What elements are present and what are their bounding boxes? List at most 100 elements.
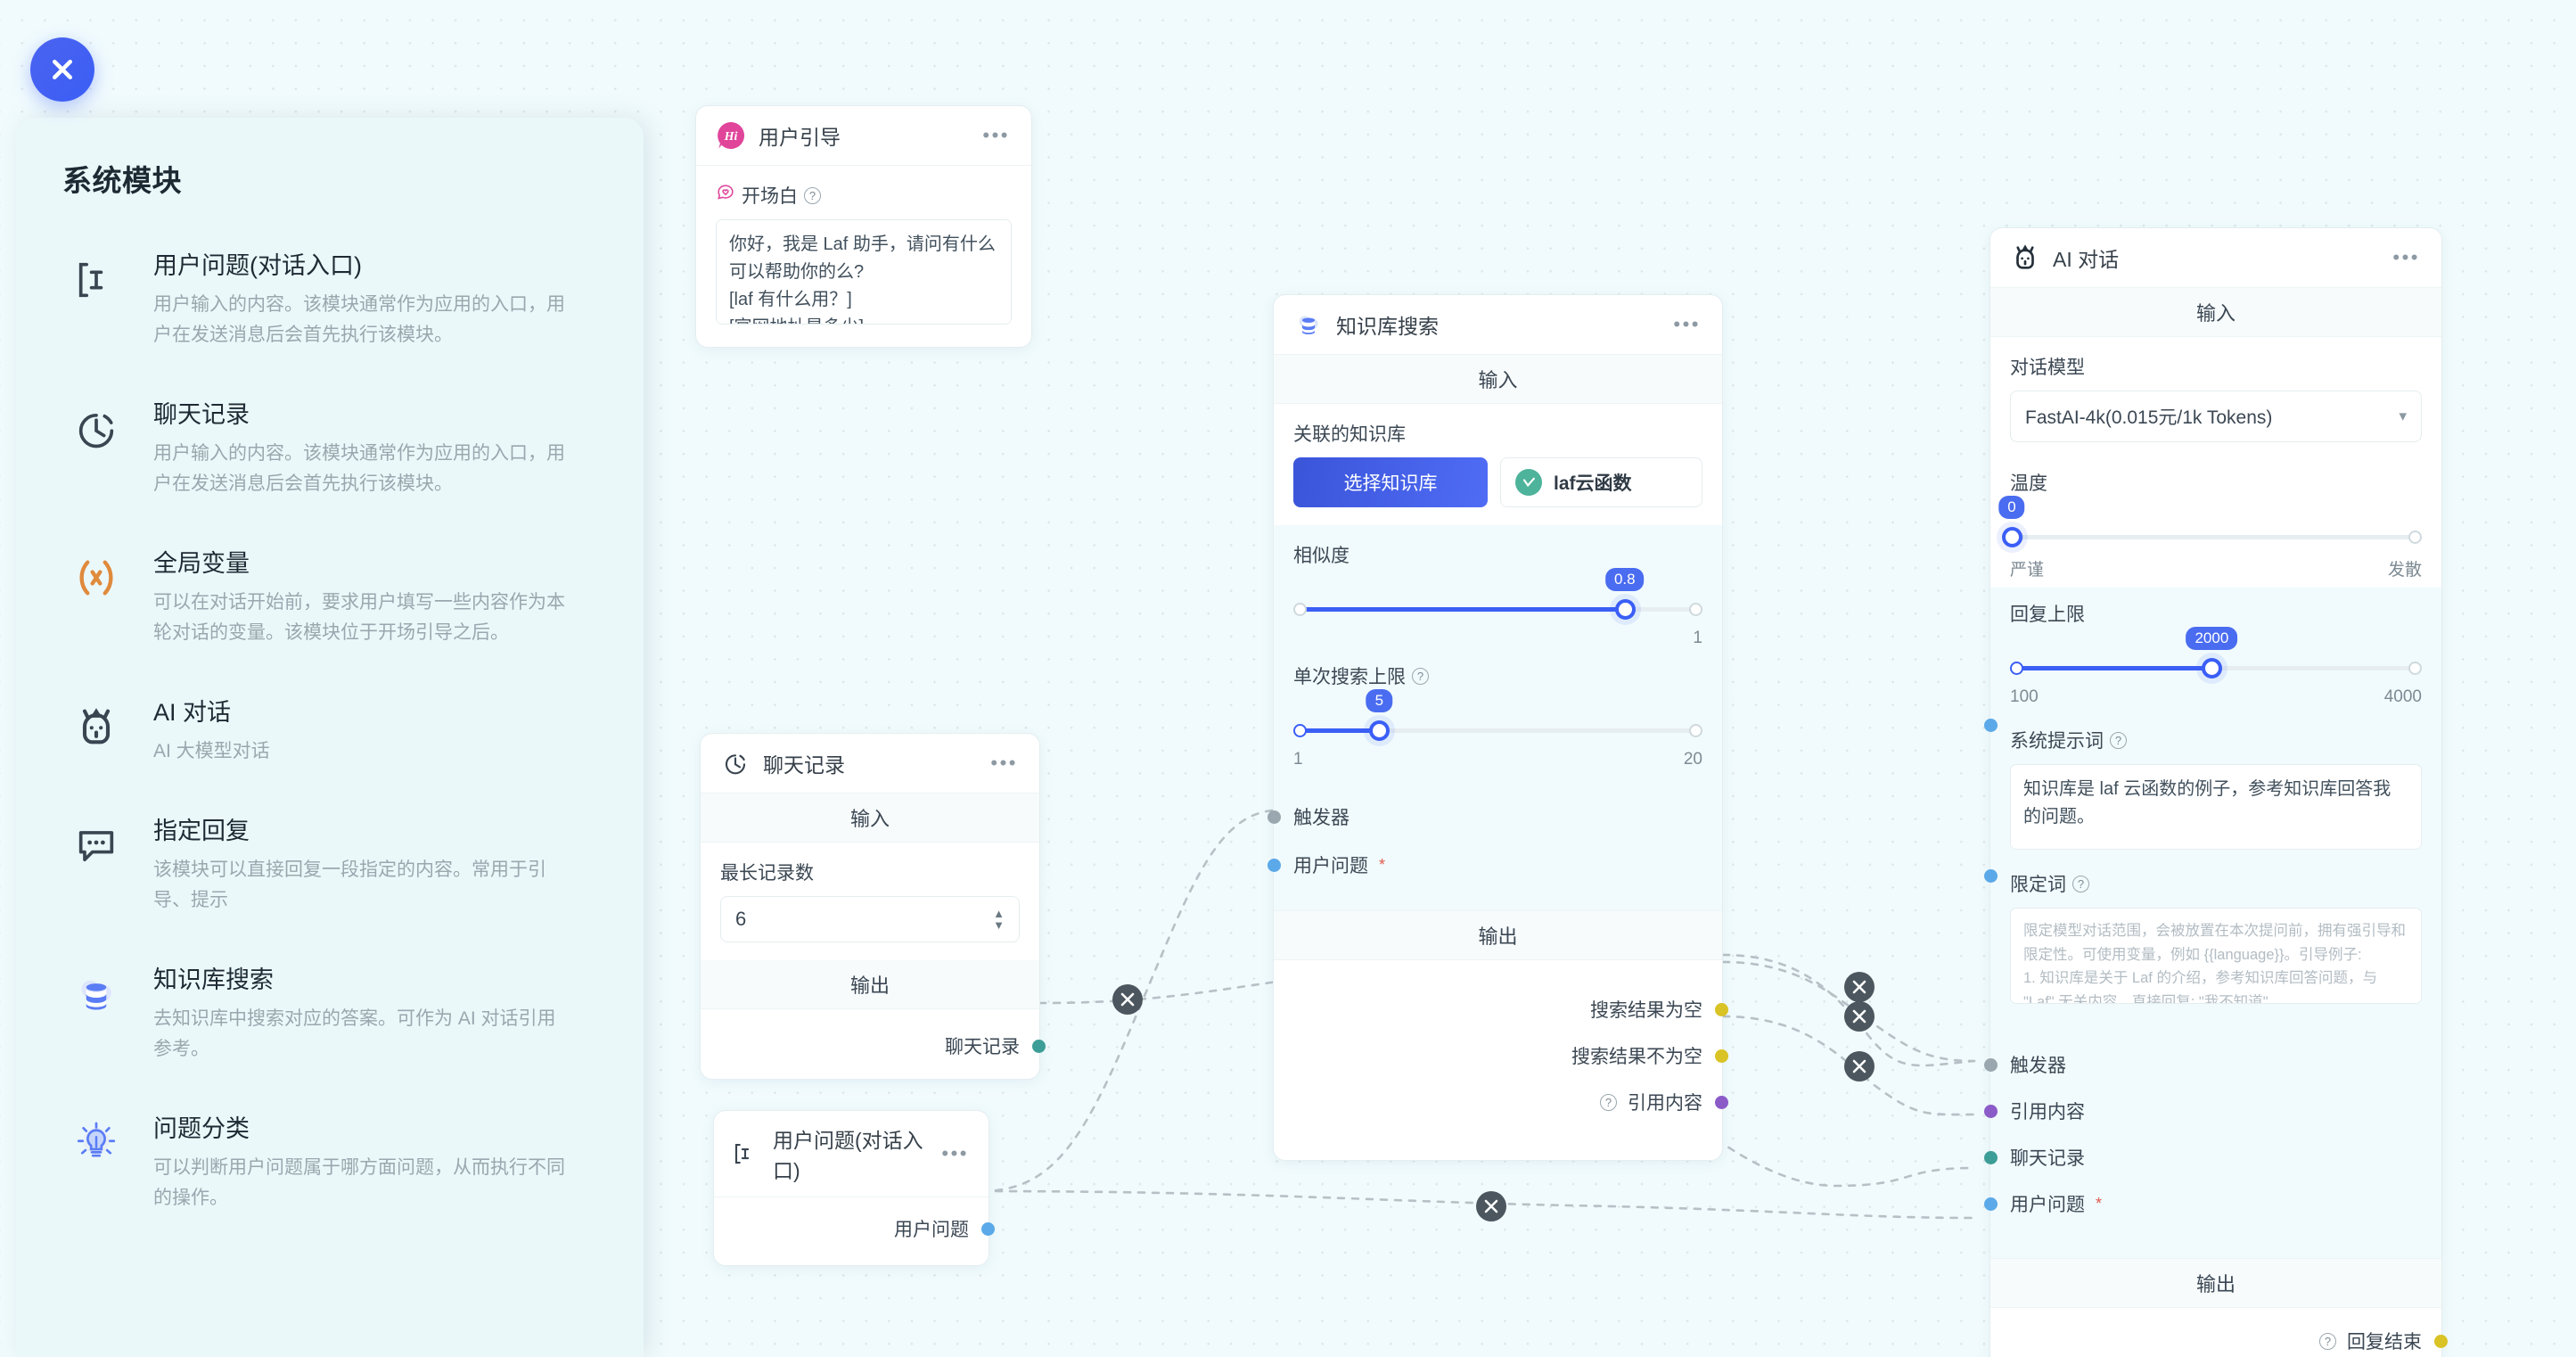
opening-label: 开场白 bbox=[742, 186, 798, 207]
close-button[interactable] bbox=[30, 37, 94, 102]
history-input-section: 最长记录数 6 ▲▼ bbox=[701, 843, 1039, 960]
laf-logo-icon bbox=[1515, 469, 1542, 496]
node-title: 聊天记录 bbox=[763, 753, 845, 777]
system-prompt-input[interactable] bbox=[2010, 764, 2422, 850]
slider-knob[interactable] bbox=[2202, 658, 2223, 678]
dataset-input-ports: 触发器 用户问题* bbox=[1267, 777, 1722, 910]
temperature-scale: 严谨 发散 bbox=[2010, 556, 2422, 580]
slider-track bbox=[1296, 728, 1700, 733]
node-menu-icon[interactable]: ••• bbox=[982, 124, 1010, 146]
max-records-label: 最长记录数 bbox=[720, 863, 814, 884]
port-dot[interactable] bbox=[1984, 1197, 1998, 1211]
input-port-user-question[interactable]: 用户问题* bbox=[1984, 1190, 2422, 1217]
node-chat-history[interactable]: 聊天记录 ••• 输入 最长记录数 6 ▲▼ 输出 聊天记录 bbox=[700, 733, 1046, 1080]
sidebar-item-dataset-search[interactable]: 知识库搜索 去知识库中搜索对应的答案。可作为 AI 对话引用参考。 bbox=[62, 955, 597, 1065]
required-marker: * bbox=[1379, 855, 1386, 874]
system-modules-panel: 系统模块 用户问题(对话入口) 用户输入的内容。该模块通常作为应用的入口，用户在… bbox=[16, 118, 644, 1357]
port-dot[interactable] bbox=[1984, 719, 1998, 732]
port-dot[interactable] bbox=[1715, 1002, 1728, 1016]
port-dot[interactable] bbox=[1715, 1095, 1728, 1109]
max-tokens-slider[interactable]: 2000 bbox=[2010, 627, 2422, 691]
help-icon[interactable]: ? bbox=[1412, 667, 1429, 685]
module-desc: 该模块可以直接回复一段指定的内容。常用于引导、提示 bbox=[153, 859, 546, 911]
output-port-quote-content[interactable]: ? 引用内容 bbox=[1293, 1089, 1728, 1115]
node-title: 知识库搜索 bbox=[1336, 315, 1439, 338]
slider-knob[interactable] bbox=[2002, 527, 2022, 547]
sidebar-item-specified-reply[interactable]: 指定回复 该模块可以直接回复一段指定的内容。常用于引导、提示 bbox=[62, 806, 597, 916]
node-header[interactable]: 知识库搜索 ••• bbox=[1274, 295, 1722, 355]
port-dot[interactable] bbox=[1715, 1049, 1728, 1063]
limit-prompt-input[interactable] bbox=[2010, 908, 2422, 1004]
node-user-question[interactable]: 用户问题(对话入口) ••• 用户问题 bbox=[713, 1110, 995, 1266]
slider-cap-left bbox=[2010, 662, 2023, 675]
slider-cap-left bbox=[1293, 603, 1307, 616]
chip-label: laf云函数 bbox=[1554, 473, 1632, 494]
node-header[interactable]: 聊天记录 ••• bbox=[701, 734, 1039, 794]
help-icon[interactable]: ? bbox=[2072, 875, 2089, 892]
database-icon bbox=[62, 955, 130, 1023]
port-label: 搜索结果为空 bbox=[1590, 1000, 1702, 1021]
input-port-chat-history[interactable]: 聊天记录 bbox=[1984, 1144, 2422, 1171]
limit-prompt-label: 限定词 bbox=[2010, 875, 2066, 895]
sidebar-item-question-classify[interactable]: 问题分类 可以判断用户问题属于哪方面问题，从而执行不同的操作。 bbox=[62, 1104, 597, 1213]
similarity-slider[interactable]: 0.8 bbox=[1293, 568, 1702, 632]
output-port-chat-history[interactable]: 聊天记录 bbox=[720, 1032, 1046, 1059]
help-icon[interactable]: ? bbox=[2110, 731, 2127, 749]
dataset-kb-section: 关联的知识库 选择知识库 laf云函数 bbox=[1274, 404, 1722, 525]
dataset-chip-laf[interactable]: laf云函数 bbox=[1500, 457, 1702, 507]
help-icon[interactable]: ? bbox=[1600, 1093, 1617, 1111]
port-label: 回复结束 bbox=[2347, 1332, 2422, 1353]
slider-knob[interactable] bbox=[1369, 720, 1391, 741]
temperature-slider[interactable]: 0 bbox=[1998, 496, 2422, 560]
slider-fill bbox=[2013, 666, 2215, 670]
help-icon[interactable]: ? bbox=[2319, 1332, 2336, 1350]
slider-fill bbox=[1296, 607, 1628, 612]
node-dataset-search[interactable]: 知识库搜索 ••• 输入 关联的知识库 选择知识库 laf云函数 相似度 bbox=[1267, 294, 1728, 1161]
output-port-answer-finish[interactable]: ? 回复结束 bbox=[2010, 1328, 2448, 1354]
node-menu-icon[interactable]: ••• bbox=[2392, 246, 2420, 268]
question-outputs: 用户问题 bbox=[714, 1197, 995, 1265]
output-port-empty-result[interactable]: 搜索结果为空 bbox=[1293, 996, 1728, 1023]
port-dot[interactable] bbox=[1984, 1150, 1998, 1164]
model-value: FastAI-4k(0.015元/1k Tokens) bbox=[2025, 407, 2273, 428]
port-dot[interactable] bbox=[1267, 858, 1281, 872]
node-menu-icon[interactable]: ••• bbox=[941, 1142, 969, 1164]
port-dot[interactable] bbox=[981, 1221, 995, 1236]
sidebar-item-user-question[interactable]: 用户问题(对话入口) 用户输入的内容。该模块通常作为应用的入口，用户在发送消息后… bbox=[62, 241, 597, 350]
scale-min: 100 bbox=[2010, 687, 2039, 706]
output-port-user-question[interactable]: 用户问题 bbox=[734, 1215, 995, 1242]
node-menu-icon[interactable]: ••• bbox=[990, 752, 1018, 774]
port-dot[interactable] bbox=[1984, 1104, 1998, 1118]
limit-slider[interactable]: 5 bbox=[1293, 689, 1702, 753]
input-port-quote-content[interactable]: 引用内容 bbox=[1984, 1098, 2422, 1124]
help-icon[interactable]: ? bbox=[804, 186, 821, 204]
opening-text-input[interactable] bbox=[716, 219, 1012, 325]
max-tokens-value: 2000 bbox=[2186, 627, 2238, 650]
input-port-trigger[interactable]: 触发器 bbox=[1984, 1051, 2422, 1078]
node-user-guide[interactable]: Hi 用户引导 ••• 开场白 ? bbox=[695, 105, 1032, 348]
port-dot[interactable] bbox=[2434, 1334, 2448, 1348]
node-menu-icon[interactable]: ••• bbox=[1673, 313, 1701, 335]
select-dataset-button[interactable]: 选择知识库 bbox=[1293, 457, 1488, 507]
port-dot[interactable] bbox=[1032, 1039, 1046, 1053]
model-select[interactable]: FastAI-4k(0.015元/1k Tokens) ▾ bbox=[2010, 391, 2422, 442]
stepper-arrows-icon[interactable]: ▲▼ bbox=[993, 907, 1005, 932]
sidebar-item-ai-chat[interactable]: AI 对话 AI 大模型对话 bbox=[62, 687, 597, 767]
port-dot[interactable] bbox=[1984, 869, 1998, 883]
node-header[interactable]: Hi 用户引导 ••• bbox=[696, 106, 1031, 166]
slider-fill bbox=[1296, 728, 1382, 733]
port-dot[interactable] bbox=[1267, 810, 1281, 824]
slider-knob[interactable] bbox=[1614, 599, 1636, 620]
sidebar-item-global-variable[interactable]: 全局变量 可以在对话开始前，要求用户填写一些内容作为本轮对话的变量。该模块位于开… bbox=[62, 539, 597, 648]
port-dot[interactable] bbox=[1984, 1057, 1998, 1072]
input-port-user-question[interactable]: 用户问题* bbox=[1267, 851, 1702, 878]
input-port-trigger[interactable]: 触发器 bbox=[1267, 803, 1702, 830]
node-header[interactable]: AI 对话 ••• bbox=[1990, 228, 2441, 288]
slider-track bbox=[2013, 535, 2419, 539]
sidebar-item-chat-history[interactable]: 聊天记录 用户输入的内容。该模块通常作为应用的入口，用户在发送消息后会首先执行该… bbox=[62, 390, 597, 499]
limit-value: 5 bbox=[1366, 689, 1393, 712]
node-ai-chat[interactable]: AI 对话 ••• 输入 对话模型 FastAI-4k(0.015元/1k To… bbox=[1984, 227, 2448, 1357]
node-header[interactable]: 用户问题(对话入口) ••• bbox=[714, 1111, 989, 1197]
output-port-nonempty-result[interactable]: 搜索结果不为空 bbox=[1293, 1042, 1728, 1069]
max-records-stepper[interactable]: 6 ▲▼ bbox=[720, 896, 1020, 942]
